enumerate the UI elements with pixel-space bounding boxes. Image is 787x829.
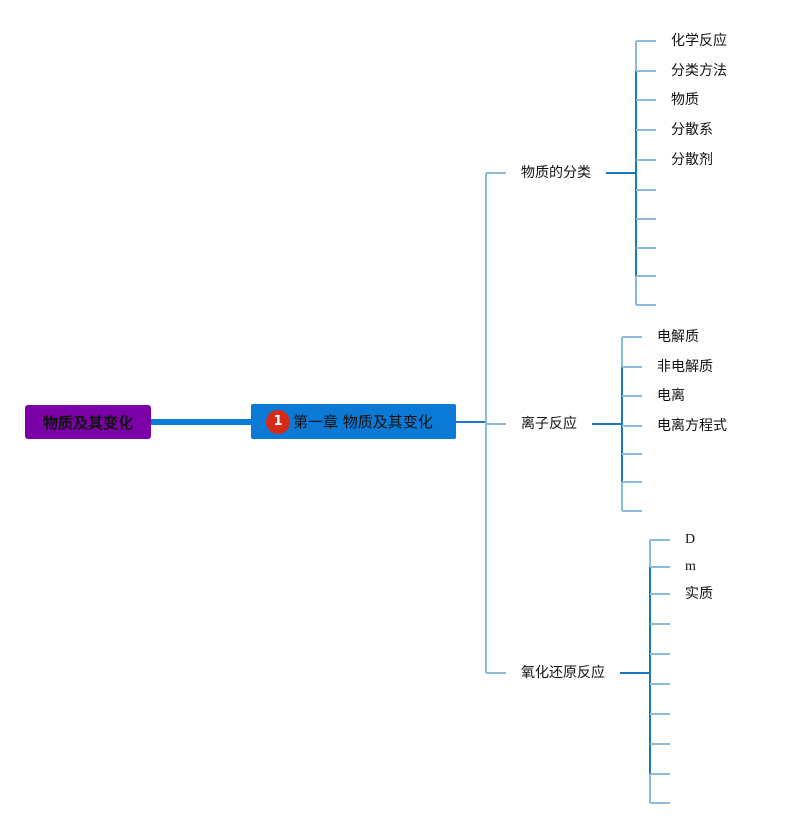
leaf-node[interactable]: 化学反应	[671, 33, 727, 49]
empty-leaf-node[interactable]	[685, 615, 705, 633]
leaf-node[interactable]: 分散剂	[671, 152, 713, 168]
leaf-node[interactable]: 电解质	[657, 329, 699, 345]
leaf-node[interactable]: 分类方法	[671, 63, 727, 79]
empty-leaf-node[interactable]	[685, 735, 705, 753]
leaf-node[interactable]: 非电解质	[657, 359, 713, 375]
leaf-node[interactable]: m	[685, 559, 696, 574]
empty-leaf-node[interactable]	[671, 210, 691, 228]
empty-leaf-node[interactable]	[657, 473, 677, 491]
leaf-node[interactable]: 物质	[671, 92, 699, 108]
branch-node[interactable]: 物质的分类	[521, 165, 591, 181]
leaf-node[interactable]: 实质	[685, 586, 713, 602]
chapter-node[interactable]: 1 第一章 物质及其变化	[251, 404, 456, 439]
empty-leaf-node[interactable]	[671, 181, 691, 199]
empty-leaf-node[interactable]	[657, 502, 677, 520]
branch-node[interactable]: 氧化还原反应	[521, 665, 605, 681]
empty-leaf-node[interactable]	[671, 296, 691, 314]
empty-leaf-node[interactable]	[685, 645, 705, 663]
empty-leaf-node[interactable]	[685, 705, 705, 723]
priority-1-icon: 1	[266, 409, 290, 434]
leaf-node[interactable]: 电离	[657, 388, 685, 404]
empty-leaf-node[interactable]	[685, 794, 705, 812]
empty-leaf-node[interactable]	[657, 445, 677, 463]
root-label: 物质及其变化	[42, 413, 133, 432]
branch-node[interactable]: 离子反应	[521, 416, 577, 432]
leaf-node[interactable]: 电离方程式	[657, 418, 727, 434]
empty-leaf-node[interactable]	[685, 765, 705, 783]
leaf-node[interactable]: 分散系	[671, 122, 713, 138]
empty-leaf-node[interactable]	[671, 267, 691, 285]
leaf-node[interactable]: D	[685, 532, 696, 547]
root-node[interactable]: 物质及其变化	[25, 405, 151, 439]
empty-leaf-node[interactable]	[671, 239, 691, 257]
empty-leaf-node[interactable]	[685, 675, 705, 693]
chapter-label: 第一章 物质及其变化	[293, 413, 433, 431]
